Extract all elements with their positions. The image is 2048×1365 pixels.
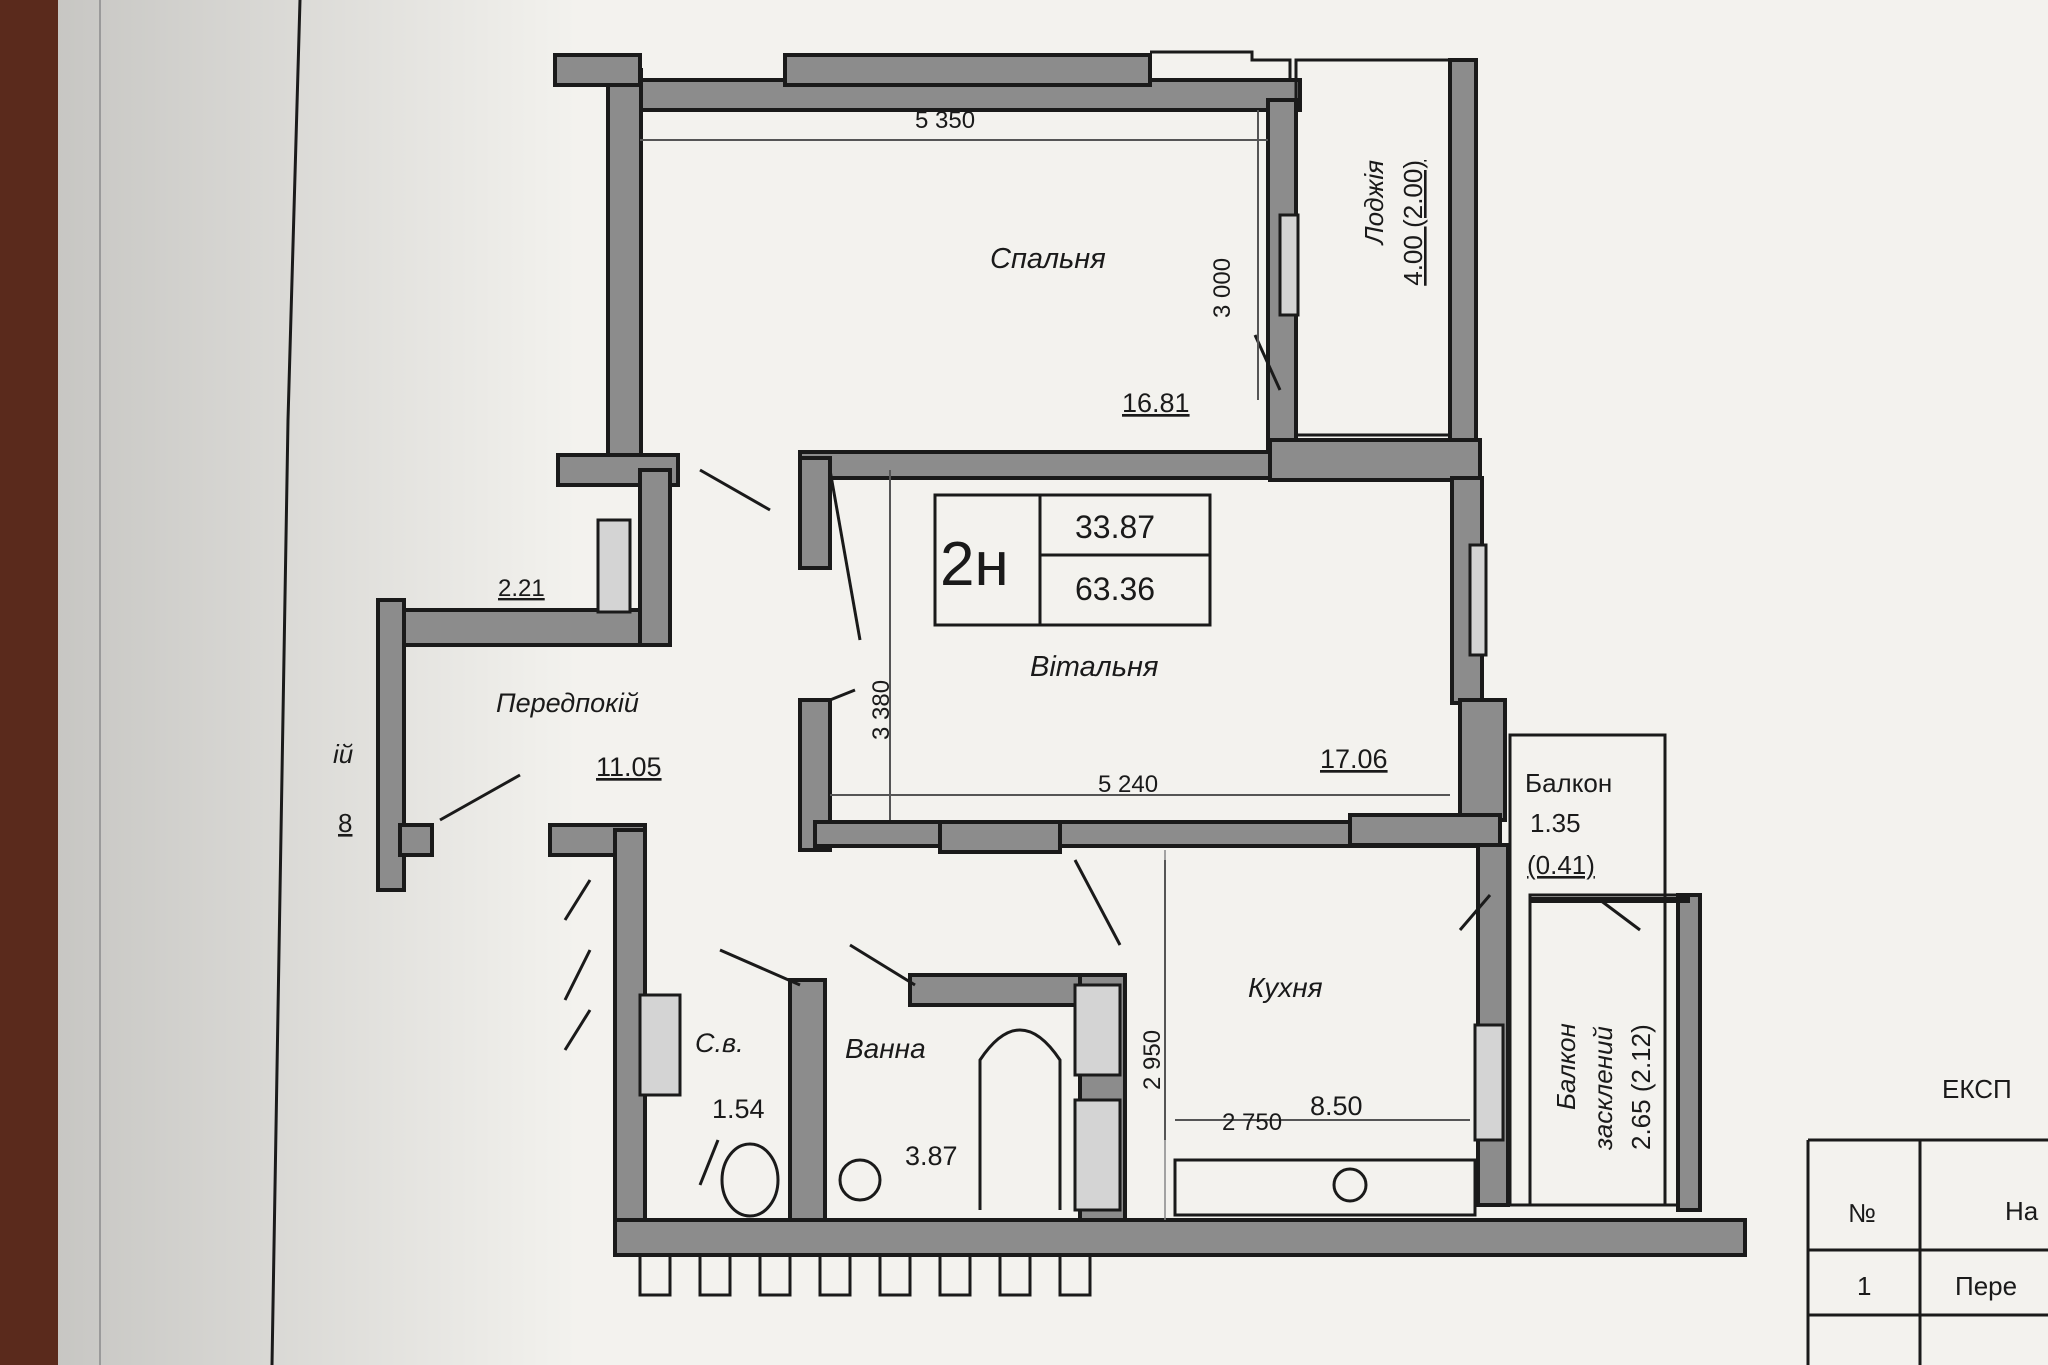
wall-loggia-bottom xyxy=(1268,438,1482,482)
cut-room-digit: 8 xyxy=(338,808,352,838)
wall-top-window xyxy=(783,53,1152,87)
cabinet xyxy=(1073,1098,1122,1212)
dim-kitchen-depth: 2 950 xyxy=(1139,1030,1166,1090)
wall-bedroom-left xyxy=(606,68,643,457)
bath-name: Ванна xyxy=(845,1033,926,1064)
foundation-stubs xyxy=(638,1253,1092,1297)
dim-living-depth: 3 380 xyxy=(868,680,895,740)
balcony-name: Балкон xyxy=(1525,768,1612,798)
bath-area: 3.87 xyxy=(905,1141,958,1171)
balcony-glazed-area: 2.65 (2.12) xyxy=(1626,1024,1656,1150)
dim-kitchen-width: 2 750 xyxy=(1222,1109,1282,1136)
radiator-living xyxy=(1468,543,1488,657)
wall-corner xyxy=(553,53,642,87)
explication-table: ЕКСП № На 1 Пере xyxy=(1806,1074,2048,1365)
wall-living-right-lower xyxy=(1458,698,1507,822)
living-area-total: 33.87 xyxy=(1075,509,1155,545)
sink xyxy=(838,1158,882,1202)
frame-line xyxy=(270,0,302,1365)
bathtub xyxy=(978,1028,1062,1210)
table-row1-no: 1 xyxy=(1857,1271,1871,1301)
wall-hall-top-left xyxy=(388,608,642,832)
wall-living-bottom-block xyxy=(938,820,1062,854)
toilet xyxy=(720,1142,780,1218)
table-row1-name: Пере xyxy=(1955,1271,2017,1301)
balcony-glazed-name-1: Балкон xyxy=(1551,1023,1581,1110)
bedroom-area: 16.81 xyxy=(1122,388,1190,418)
kitchen-area: 8.50 xyxy=(1310,1091,1363,1121)
balcony-area-reduced: (0.41) xyxy=(1527,850,1595,880)
table-title: ЕКСП xyxy=(1942,1074,2012,1104)
table-col-name: На xyxy=(2005,1196,2039,1226)
cut-room-fragment: ій xyxy=(333,739,353,769)
bedroom-name: Спальня xyxy=(990,243,1106,275)
wall-hall-post xyxy=(398,823,434,857)
cut-room-area: 2.21 xyxy=(498,575,545,602)
dim-bedroom-width: 5 350 xyxy=(915,107,975,134)
dimension-lines xyxy=(640,110,1470,1140)
washer xyxy=(1073,983,1122,1077)
balcony-glazed-name-2: засклений xyxy=(1588,1026,1618,1151)
kitchen-name: Кухня xyxy=(1248,972,1323,1003)
kitchen-counter xyxy=(1173,1158,1477,1217)
wall-wc-bath xyxy=(788,978,827,1227)
dimension-labels: 5 350 3 000 3 380 5 240 2 950 2 750 xyxy=(868,107,1282,1136)
table-col-no: № xyxy=(1848,1198,1876,1228)
wall-bottom xyxy=(613,1218,1747,1257)
wc-name: С.в. xyxy=(695,1028,744,1058)
wall-living-left-upper xyxy=(798,456,832,570)
dim-bedroom-depth: 3 000 xyxy=(1209,258,1236,318)
total-area: 63.36 xyxy=(1075,571,1155,607)
loggia-name: Лоджія xyxy=(1359,160,1389,246)
radiator-bedroom xyxy=(1278,213,1300,317)
wc-area: 1.54 xyxy=(712,1094,765,1124)
wall-loggia-outer xyxy=(1448,58,1478,442)
living-area: 17.06 xyxy=(1320,744,1388,774)
hall-name: Передпокій xyxy=(496,688,639,718)
wall-hall-right-upper xyxy=(638,468,672,647)
radiator-hall xyxy=(596,518,632,614)
hall-area: 11.05 xyxy=(596,752,662,782)
room-labels: Спальня 16.81 Вітальня 17.06 Передпокій … xyxy=(333,160,1656,1171)
apartment-summary: 2н 33.87 63.36 xyxy=(933,493,1212,627)
door-swings xyxy=(439,334,1641,1186)
balcony-area: 1.35 xyxy=(1530,808,1581,838)
living-name: Вітальня xyxy=(1030,651,1158,683)
fixtures xyxy=(596,213,1505,1220)
loggia-area: 4.00 (2.00) xyxy=(1398,160,1428,286)
wall-living-bottom-right xyxy=(1348,813,1502,847)
dim-living-width: 5 240 xyxy=(1098,771,1158,798)
paper-shadow xyxy=(58,0,578,1365)
boiler xyxy=(638,993,682,1097)
apartment-type: 2н xyxy=(940,530,1009,599)
radiator-kitchen xyxy=(1473,1023,1505,1142)
wall-balcony-glazed xyxy=(1676,893,1702,1212)
stove xyxy=(1332,1167,1368,1203)
